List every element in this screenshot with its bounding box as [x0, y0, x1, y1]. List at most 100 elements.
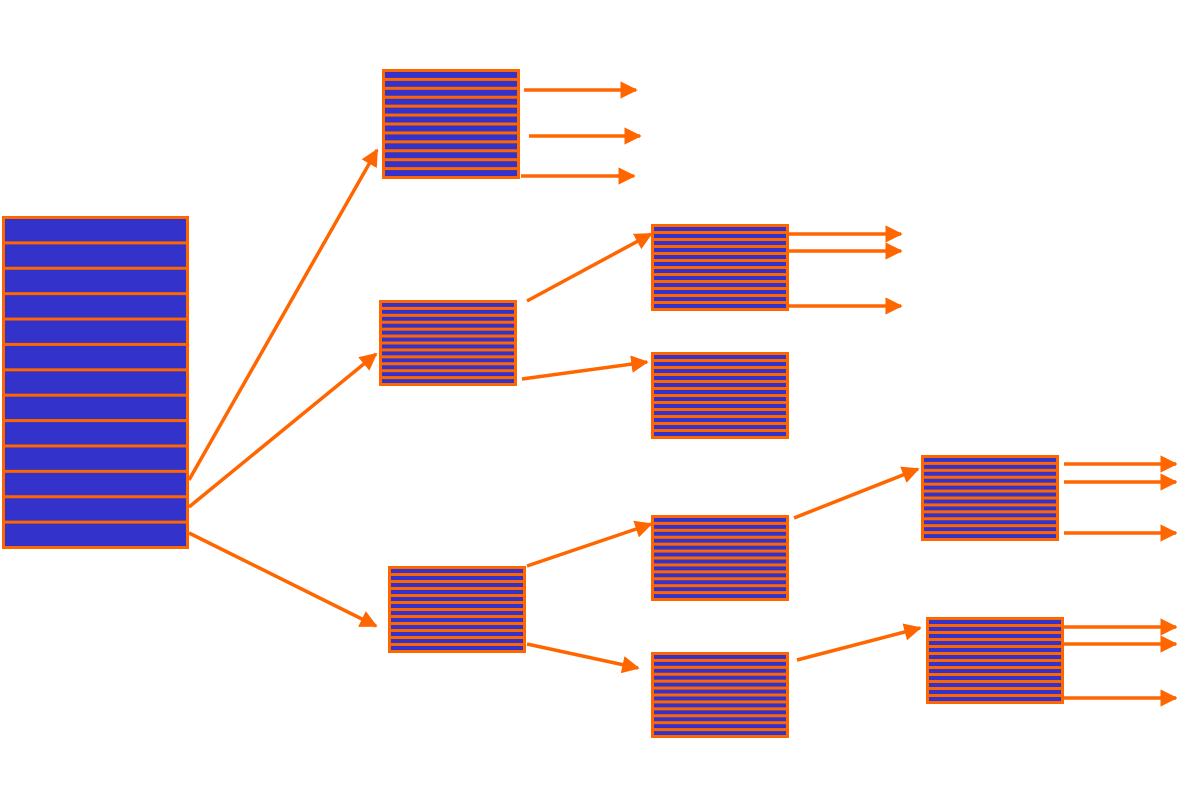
node-row [924, 527, 1056, 532]
node-n7 [651, 652, 789, 738]
node-row [924, 520, 1056, 525]
node-row [654, 566, 786, 571]
node-row [385, 152, 517, 159]
node-row [382, 309, 514, 314]
outgoing-arrows-layer [521, 81, 1177, 707]
edge-n6-to-n8 [793, 466, 920, 520]
node-row [391, 632, 523, 636]
node-row [654, 696, 786, 701]
node-frame [921, 455, 1059, 541]
node-row [929, 690, 1061, 694]
node-row [391, 618, 523, 622]
node-row [654, 731, 786, 735]
node-row [385, 116, 517, 123]
node-row [5, 219, 186, 242]
node-row [385, 72, 517, 78]
node-row [5, 345, 186, 369]
node-frame [651, 515, 789, 601]
node-row [654, 290, 786, 294]
node-row [385, 143, 517, 150]
node-row [654, 559, 786, 564]
node-row [382, 316, 514, 321]
node-row [391, 576, 523, 580]
node-root [2, 216, 189, 549]
node-row [5, 371, 186, 394]
node-row [382, 344, 514, 349]
node-row [5, 244, 186, 267]
node-row [654, 552, 786, 557]
node-row [654, 241, 786, 245]
node-row [391, 639, 523, 643]
node-row [654, 283, 786, 287]
node-row [654, 276, 786, 280]
node-row [382, 351, 514, 356]
node-row [654, 710, 786, 715]
edge-root-to-n1 [187, 148, 379, 481]
node-row [654, 404, 786, 408]
node-row [654, 411, 786, 415]
node-row [391, 569, 523, 573]
node-row [385, 161, 517, 168]
node-row [654, 262, 786, 266]
edge-root-to-n2 [187, 352, 378, 509]
node-row [929, 648, 1061, 652]
node-row [382, 365, 514, 370]
node-row [385, 107, 517, 114]
node-frame [382, 69, 520, 179]
node-row [5, 320, 186, 343]
node-row [654, 531, 786, 536]
edge-n7-to-n9 [796, 623, 922, 662]
node-row [924, 458, 1056, 462]
node-row [391, 611, 523, 615]
node-row [654, 538, 786, 543]
node-row [929, 634, 1061, 638]
node-row [654, 362, 786, 366]
node-row [382, 372, 514, 377]
node-row [382, 358, 514, 363]
node-row [5, 422, 186, 445]
node-row [924, 485, 1056, 490]
node-row [654, 703, 786, 708]
node-row [654, 383, 786, 387]
node-row [654, 524, 786, 529]
node-row [929, 669, 1061, 673]
node-row [385, 125, 517, 132]
node-n8 [921, 455, 1059, 541]
node-row [924, 478, 1056, 483]
node-row [654, 418, 786, 422]
node-row [654, 518, 786, 522]
edge-n2-to-n5 [521, 355, 649, 381]
node-row [929, 676, 1061, 680]
node-row [654, 545, 786, 550]
node-row [385, 89, 517, 96]
node-row [5, 498, 186, 521]
node-row [654, 376, 786, 380]
node-row [929, 683, 1061, 687]
node-row [929, 641, 1061, 645]
edge-n2-to-n4 [526, 232, 653, 303]
nodes-layer [2, 69, 1064, 738]
node-row [654, 717, 786, 722]
node-row [654, 397, 786, 401]
node-row [385, 80, 517, 87]
node-row [382, 303, 514, 307]
node-row [382, 323, 514, 328]
node-row [929, 620, 1061, 624]
node-row [654, 689, 786, 694]
node-row [654, 255, 786, 259]
node-row [5, 447, 186, 470]
node-row [391, 625, 523, 629]
edge-n3-to-n7 [526, 642, 640, 674]
node-row [654, 587, 786, 592]
node-row [654, 425, 786, 429]
edge-root-to-n3 [188, 531, 378, 628]
node-frame [926, 617, 1064, 704]
node-row [654, 227, 786, 231]
node-row [654, 594, 786, 598]
edges-layer [187, 148, 922, 674]
node-row [654, 234, 786, 238]
node-row [382, 337, 514, 342]
node-row [929, 655, 1061, 659]
node-row [654, 682, 786, 687]
